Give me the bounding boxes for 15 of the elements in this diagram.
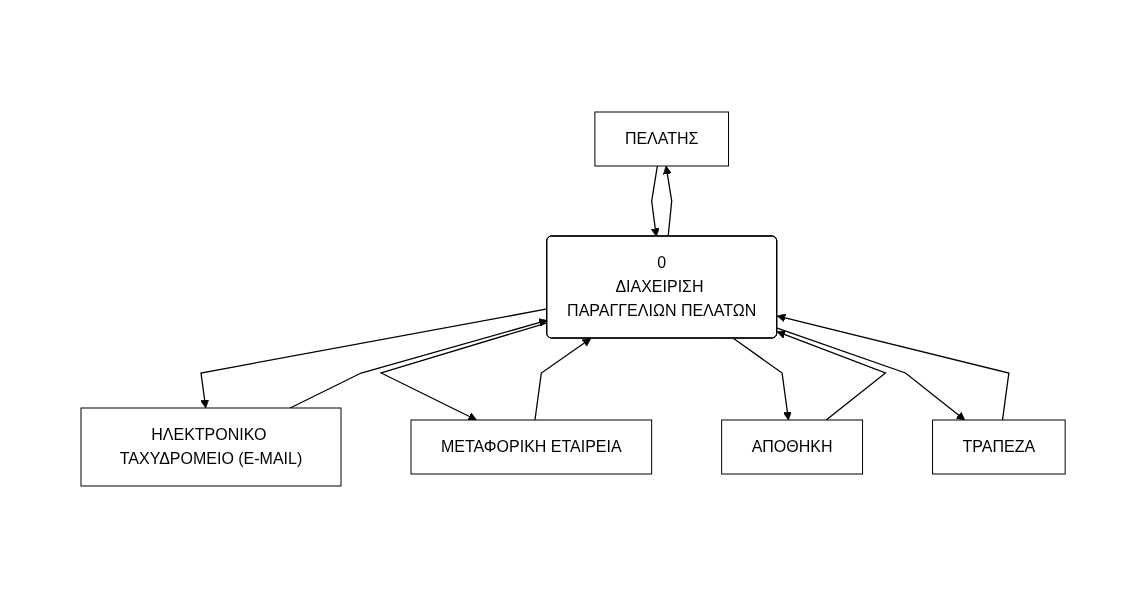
arrow bbox=[651, 165, 661, 237]
node-box: ΠΕΛΑΤΗΣ bbox=[594, 111, 730, 167]
node-box: ΗΛΕΚΤΡΟΝΙΚΟ ΤΑΧΥΔΡΟΜΕΙΟ (E-MAIL) bbox=[80, 407, 342, 487]
arrow bbox=[534, 338, 592, 421]
arrow bbox=[379, 322, 549, 421]
arrow bbox=[200, 308, 549, 409]
node-box: ΑΠΟΘΗΚΗ bbox=[721, 419, 864, 475]
node-box: ΤΡΑΠΕΖΑ bbox=[932, 419, 1067, 475]
arrow bbox=[663, 165, 673, 238]
node-box: ΜΕΤΑΦΟΡΙΚΗ ΕΤΑΙΡΕΙΑ bbox=[410, 419, 653, 475]
arrow bbox=[289, 318, 549, 409]
arrow bbox=[777, 327, 966, 421]
arrow bbox=[777, 313, 1010, 421]
arrow bbox=[733, 337, 793, 421]
arrow bbox=[777, 330, 888, 421]
